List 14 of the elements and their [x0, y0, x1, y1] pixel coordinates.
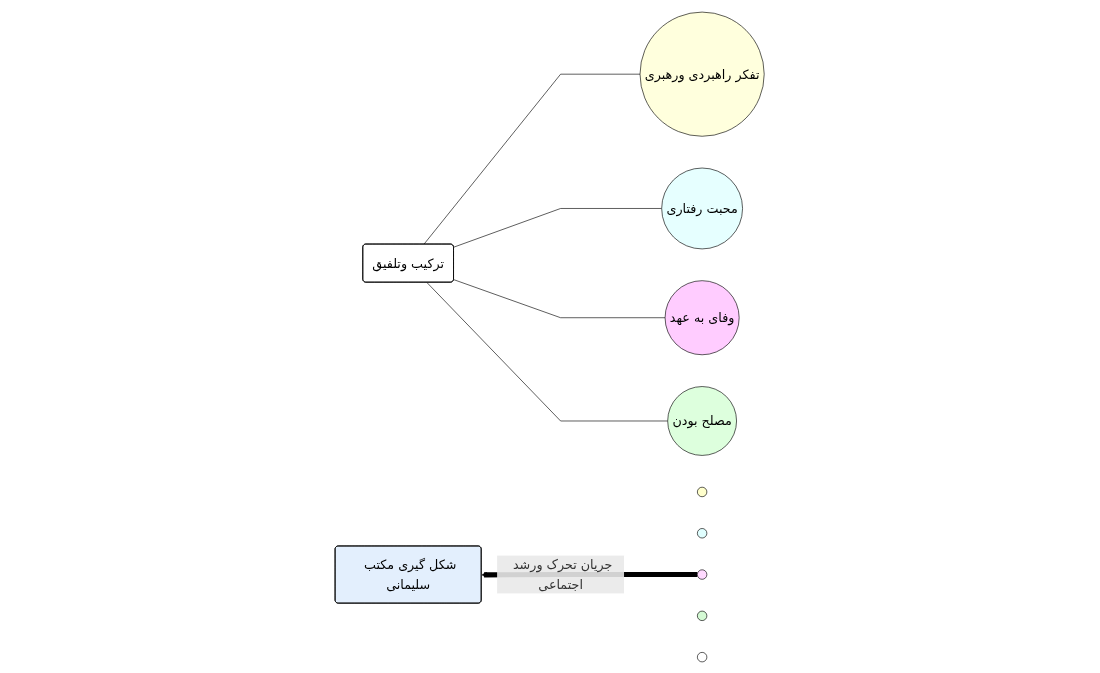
node-ellipse: [697, 610, 708, 621]
node-ellipse: [697, 568, 708, 580]
node-circle: وفای به عهد: [665, 279, 740, 355]
node-circle: محبت رفتاری: [661, 167, 744, 249]
connector: [453, 278, 666, 318]
node-ellipse: [697, 486, 708, 497]
node-circle: مصلح بودن: [667, 385, 738, 456]
connector: [426, 281, 669, 421]
connector: [423, 73, 641, 245]
connector: [453, 207, 663, 247]
node-ellipse: [697, 527, 708, 538]
edge-label: جریان تحرک ورشد اجتماعی: [513, 556, 613, 592]
node-circle: تفکر راهبردی ورهبری: [640, 11, 765, 137]
node-ellipse: [697, 651, 708, 662]
